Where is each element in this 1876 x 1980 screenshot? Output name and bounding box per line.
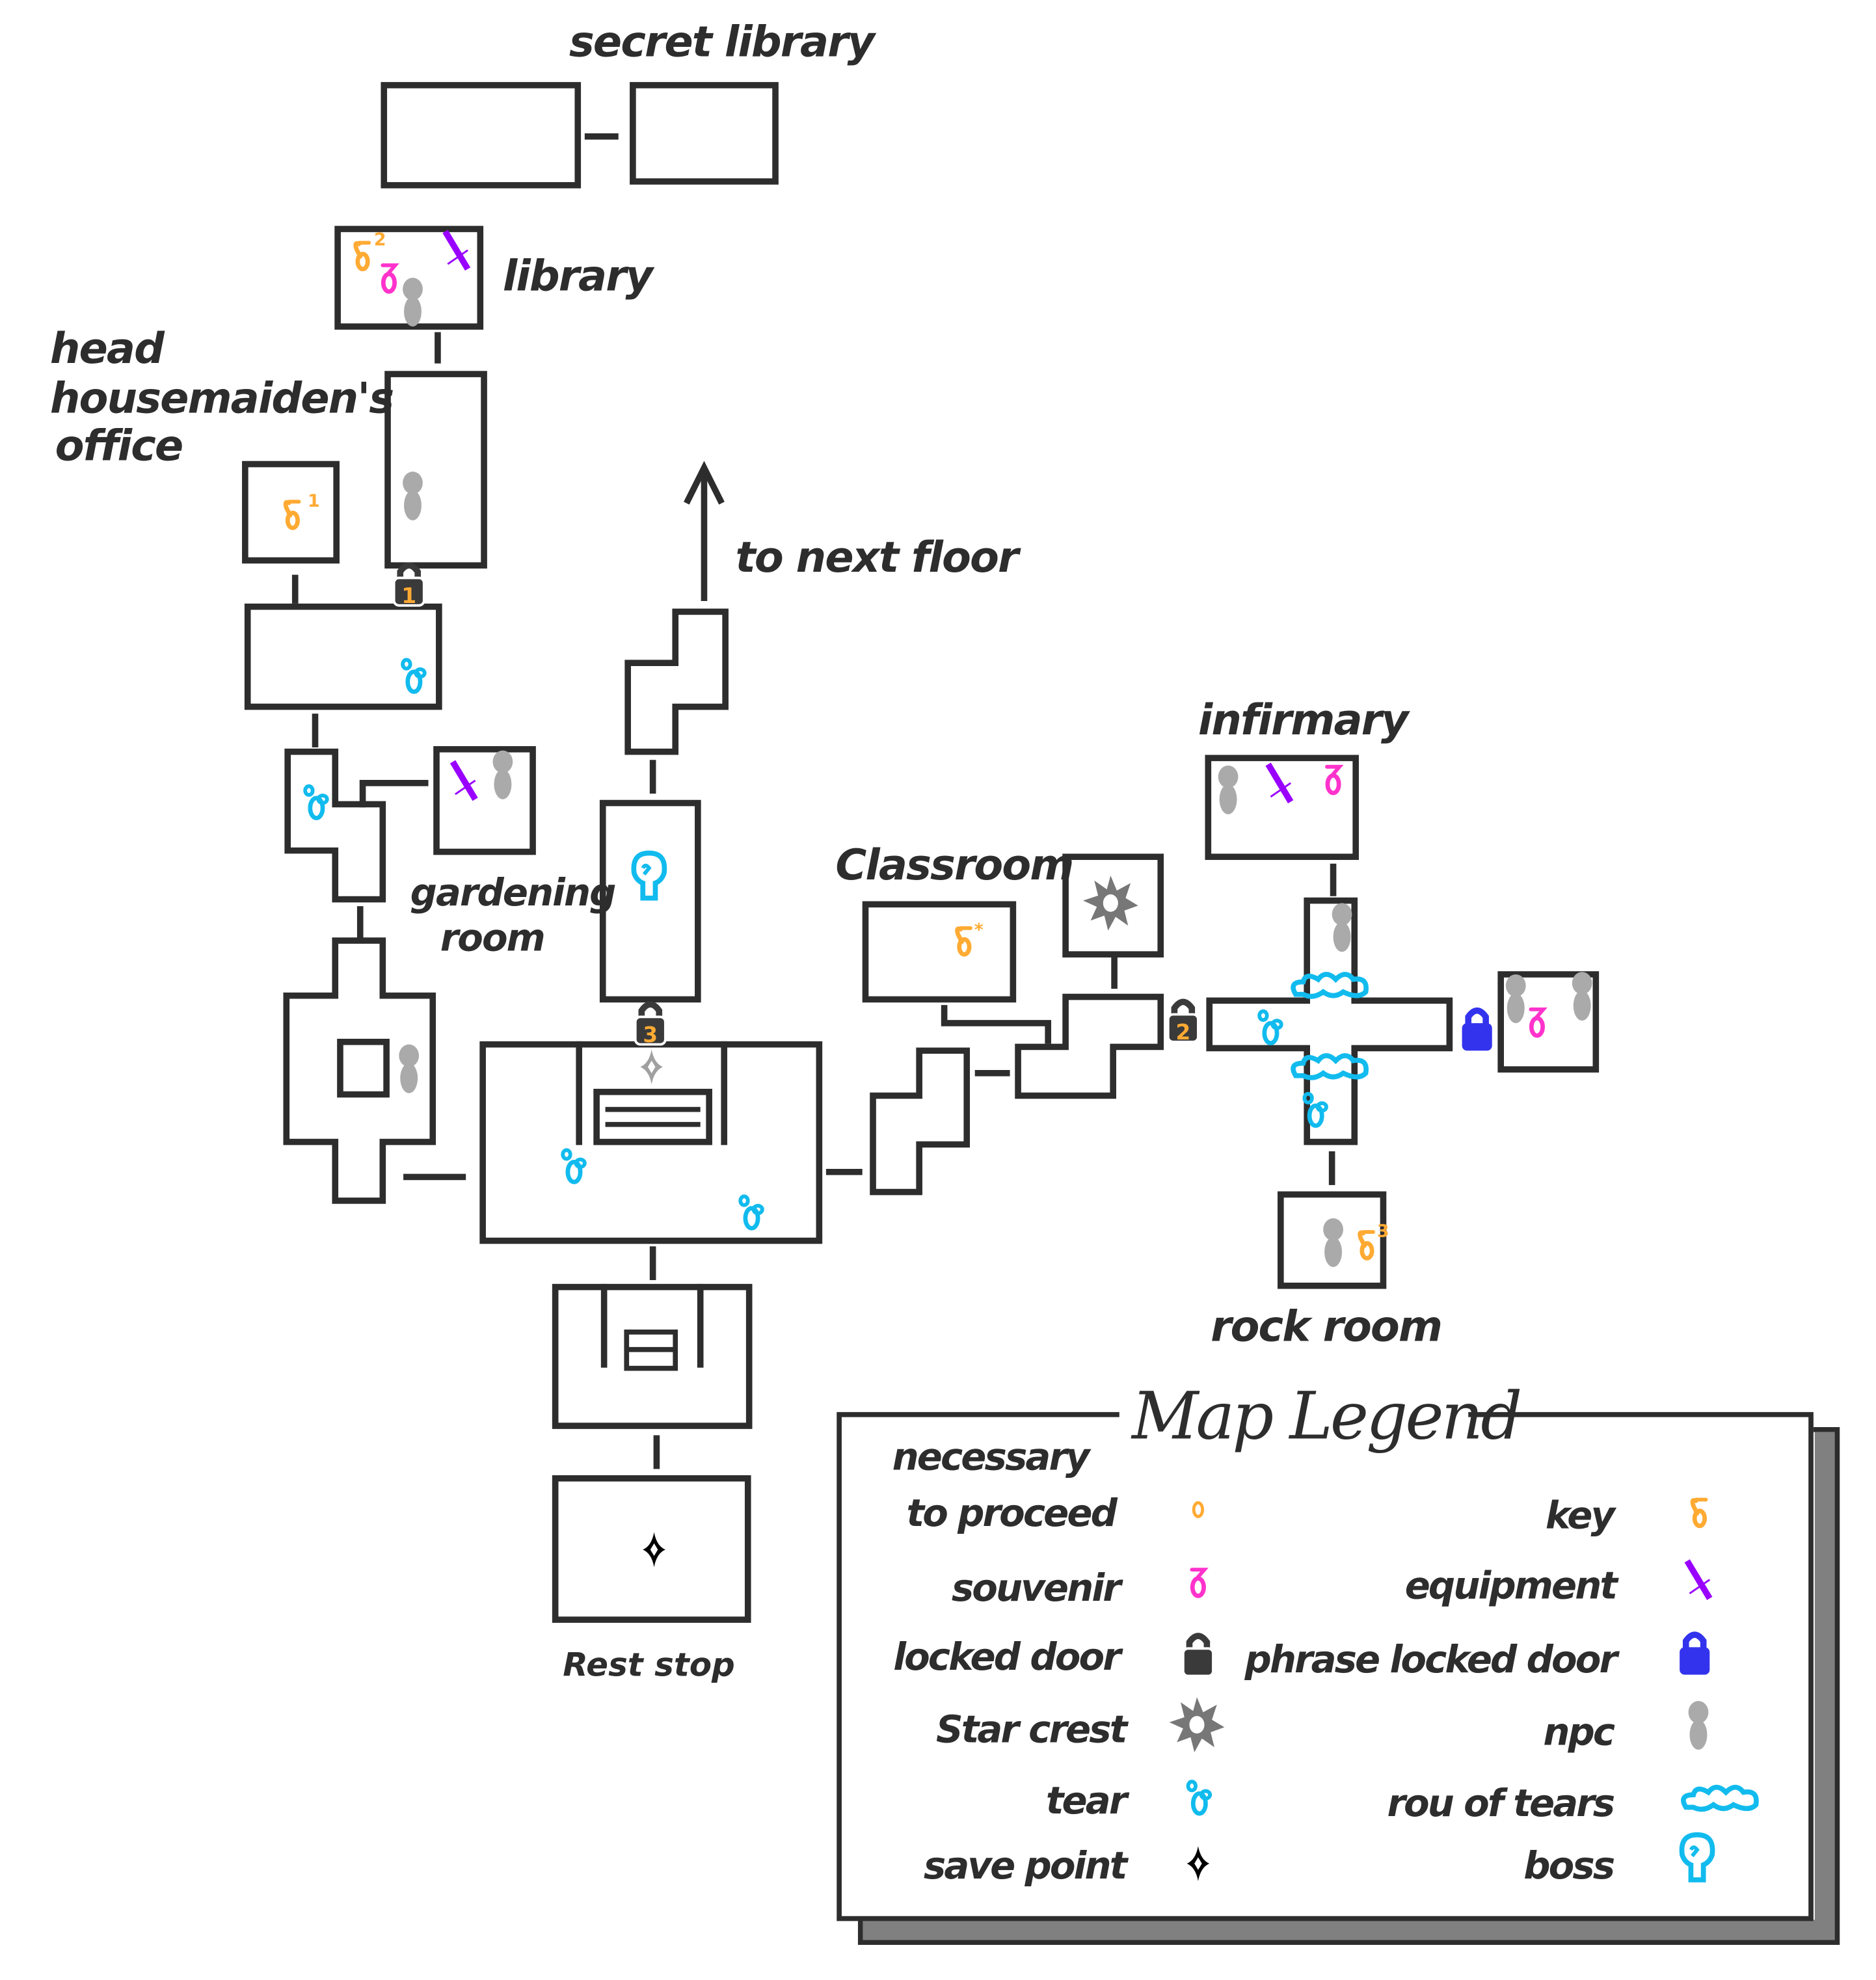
legend-label: necessary bbox=[892, 1434, 1092, 1478]
legend-label: npc bbox=[1543, 1709, 1615, 1754]
equipment-icon bbox=[445, 232, 468, 269]
label-secret-library: secret library bbox=[569, 18, 877, 67]
main-hall-stairs bbox=[593, 1088, 712, 1145]
npc-icon bbox=[1505, 974, 1526, 1023]
label-head-office-1: head bbox=[50, 324, 165, 373]
legend-label: equipment bbox=[1405, 1563, 1620, 1607]
tear-icon bbox=[403, 660, 425, 691]
legend-label: souvenir bbox=[952, 1566, 1123, 1610]
equipment-icon bbox=[453, 762, 476, 799]
legend-shadow bbox=[1814, 1432, 1835, 1940]
npc-icon bbox=[492, 750, 513, 799]
cross-room-pillar bbox=[337, 1038, 390, 1098]
souvenir-icon bbox=[1327, 767, 1339, 793]
legend-label: Star crest bbox=[936, 1707, 1129, 1751]
legend-title: Map Legend bbox=[1131, 1378, 1520, 1454]
boss-icon bbox=[634, 853, 664, 898]
legend-label: phrase locked door bbox=[1244, 1637, 1620, 1681]
legend-label: key bbox=[1546, 1493, 1617, 1538]
npc-icon bbox=[1323, 1218, 1343, 1267]
room-gardening bbox=[433, 746, 536, 855]
door-classroom-path bbox=[941, 1005, 1052, 1044]
room-secret-library-west bbox=[381, 82, 582, 189]
room-step-corridor-2 bbox=[1015, 993, 1164, 1099]
room-boss bbox=[599, 799, 701, 1003]
room-infirmary bbox=[1205, 755, 1359, 861]
label-to-next-floor: to next floor bbox=[736, 533, 1021, 582]
equipment-icon bbox=[1268, 764, 1291, 802]
phrase-lock-icon bbox=[1462, 1011, 1492, 1051]
key-number: 3 bbox=[1377, 1222, 1389, 1242]
room-office-antechamber bbox=[244, 603, 442, 710]
tear-icon bbox=[740, 1196, 762, 1228]
legend-label: to proceed bbox=[907, 1491, 1118, 1535]
room-head-housemaidens-office bbox=[242, 461, 340, 564]
room-phrase bbox=[1497, 971, 1600, 1073]
label-gardening-2: room bbox=[440, 915, 544, 959]
legend-shadow-outline bbox=[857, 1426, 1840, 1945]
souvenir-icon bbox=[382, 265, 395, 291]
room-rock bbox=[1278, 1191, 1387, 1289]
room-cross-hall bbox=[1206, 897, 1453, 1145]
key-number: 1 bbox=[308, 491, 320, 511]
door-to-gardening bbox=[359, 779, 429, 808]
room-stair-corridor bbox=[624, 608, 729, 755]
label-rest-stop: Rest stop bbox=[563, 1646, 735, 1684]
key-icon bbox=[286, 502, 299, 528]
key-icon bbox=[1360, 1232, 1374, 1258]
room-library bbox=[334, 226, 484, 330]
lock-number: 1 bbox=[401, 583, 416, 608]
room-library-hall bbox=[384, 371, 487, 569]
legend-label: boss bbox=[1523, 1843, 1615, 1888]
map-legend: Map Legend necessary to proceed souvenir… bbox=[837, 1378, 1840, 1945]
tear-icon bbox=[305, 786, 327, 818]
legend-box bbox=[839, 1414, 1812, 1919]
key-number: * bbox=[974, 920, 984, 940]
npc-icon bbox=[399, 1044, 420, 1093]
npc-icon bbox=[403, 278, 423, 327]
lock-number: 2 bbox=[1175, 1020, 1190, 1045]
label-library: library bbox=[503, 251, 655, 301]
tear-icon bbox=[563, 1150, 585, 1182]
arrow-next-floor-head bbox=[684, 461, 725, 505]
room-stair-room bbox=[552, 1283, 753, 1429]
key-icon bbox=[957, 928, 971, 954]
label-infirmary: infirmary bbox=[1198, 695, 1410, 745]
room-rest-stop bbox=[552, 1475, 751, 1623]
npc-icon bbox=[1332, 903, 1352, 952]
legend-label: tear bbox=[1046, 1778, 1130, 1823]
label-rock-room: rock room bbox=[1211, 1302, 1441, 1351]
label-head-office-3: office bbox=[55, 421, 183, 471]
label-gardening-1: gardening bbox=[410, 870, 616, 915]
room-classroom bbox=[862, 901, 1017, 1003]
npc-icon bbox=[1218, 765, 1239, 814]
lock-number: 3 bbox=[643, 1023, 658, 1047]
save-point-icon bbox=[643, 1532, 665, 1568]
legend-border bbox=[837, 1411, 1814, 1921]
room-secret-library-east bbox=[630, 82, 779, 185]
room-step-corridor-1 bbox=[870, 1047, 971, 1196]
tear-icon bbox=[1259, 1011, 1281, 1043]
legend-label: rou of tears bbox=[1387, 1781, 1614, 1825]
legend-label: locked door bbox=[893, 1635, 1123, 1679]
label-classroom: Classroom bbox=[835, 840, 1073, 890]
label-head-office-2: housemaiden's bbox=[50, 374, 393, 423]
npc-icon bbox=[1572, 972, 1592, 1021]
star-crest-icon bbox=[1083, 876, 1138, 931]
room-zigzag-corridor bbox=[284, 748, 386, 903]
star-crest-marker-icon bbox=[640, 1049, 663, 1085]
key-number: 2 bbox=[374, 230, 386, 250]
legend-shadow bbox=[863, 1920, 1835, 1940]
npc-icon bbox=[403, 472, 423, 521]
legend-label: save point bbox=[924, 1843, 1129, 1888]
souvenir-icon bbox=[1531, 1010, 1543, 1036]
room-cross bbox=[283, 937, 436, 1204]
key-icon bbox=[356, 243, 369, 269]
